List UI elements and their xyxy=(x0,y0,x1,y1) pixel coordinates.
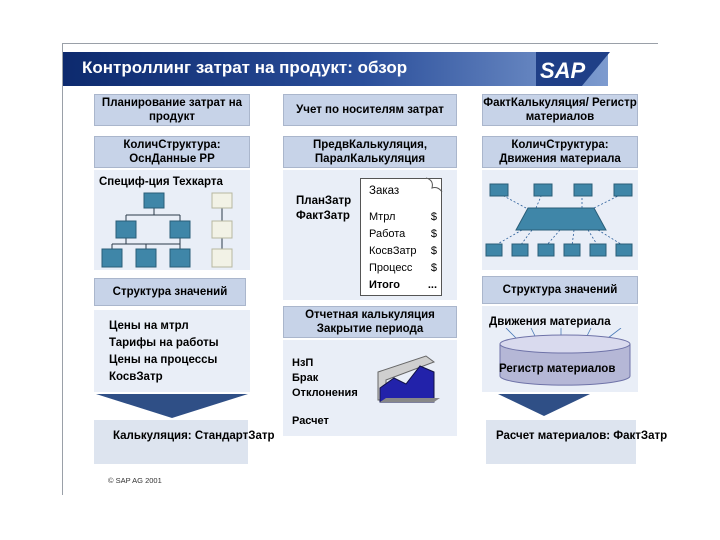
order-title: Заказ xyxy=(369,185,400,197)
period-item: Брак xyxy=(292,372,319,384)
col3-down-arrow xyxy=(498,394,590,416)
col2-sub-heading: ПредвКалькуляция, ПаралКалькуляция xyxy=(283,136,457,168)
period-items: НзП Брак Отклонения xyxy=(292,356,358,401)
order-rows: Мтрл$ Работа$ КосвЗатр$ Процесс$ Итого..… xyxy=(369,209,437,294)
col3-sub-heading: КоличСтруктура: Движения материала xyxy=(482,136,638,168)
col2-period-heading: Отчетная калькуляция Закрытие периода xyxy=(283,306,457,338)
period-item: НзП xyxy=(292,357,314,369)
sap-logo-text: SAP xyxy=(540,58,586,83)
col1-values-list: Цены на мтрл Тарифы на работы Цены на пр… xyxy=(109,318,219,386)
order-row: КосвЗатр$ xyxy=(369,245,437,257)
copyright: © SAP AG 2001 xyxy=(108,476,162,485)
order-row: Мтрл$ xyxy=(369,211,437,223)
col1-result: Калькуляция: СтандартЗатр xyxy=(113,430,275,442)
period-item: Отклонения xyxy=(292,387,358,399)
value-item: Цены на процессы xyxy=(109,354,218,366)
col3-result-panel xyxy=(486,420,636,464)
register-label: Регистр материалов xyxy=(499,363,616,375)
page-curl-icon xyxy=(425,177,443,193)
bom-tree-diagram xyxy=(101,192,233,268)
actual-costs-label: ФактЗатр xyxy=(296,210,350,222)
value-item: Тарифы на работы xyxy=(109,337,219,349)
material-register-cylinder xyxy=(499,328,631,386)
value-item: КосвЗатр xyxy=(109,371,163,383)
col1-down-arrow xyxy=(96,394,248,418)
col1-result-panel xyxy=(94,420,248,464)
col3-result: Расчет материалов: ФактЗатр xyxy=(496,430,668,442)
col1-values-panel xyxy=(94,310,250,392)
top-rule xyxy=(62,43,658,44)
col1-heading: Планирование затрат на продукт xyxy=(94,94,250,126)
plan-costs-label: ПланЗатр xyxy=(296,195,352,207)
col1-panel-label: Специф-ция Техкарта xyxy=(99,176,223,188)
calc-label: Расчет xyxy=(292,415,329,427)
value-item: Цены на мтрл xyxy=(109,320,189,332)
page-title: Контроллинг затрат на продукт: обзор xyxy=(82,58,408,77)
material-movement-diagram xyxy=(485,183,633,257)
col1-sub-heading: КоличСтруктура: ОснДанные РР xyxy=(94,136,250,168)
col2-heading: Учет по носителям затрат xyxy=(283,94,457,126)
order-document: Заказ Мтрл$ Работа$ КосвЗатр$ Процесс$ И… xyxy=(360,178,442,296)
period-chart-icon xyxy=(377,355,440,403)
col3-heading: ФактКалькуляция/ Регистр материалов xyxy=(482,94,638,126)
movements-label: Движения материала xyxy=(489,316,611,328)
order-row: Процесс$ xyxy=(369,262,437,274)
col3-value-heading: Структура значений xyxy=(482,276,638,304)
order-row: Работа$ xyxy=(369,228,437,240)
order-total-row: Итого... xyxy=(369,279,437,291)
slide-frame xyxy=(62,43,659,495)
col1-value-heading: Структура значений xyxy=(94,278,246,306)
title-bar xyxy=(63,52,608,86)
